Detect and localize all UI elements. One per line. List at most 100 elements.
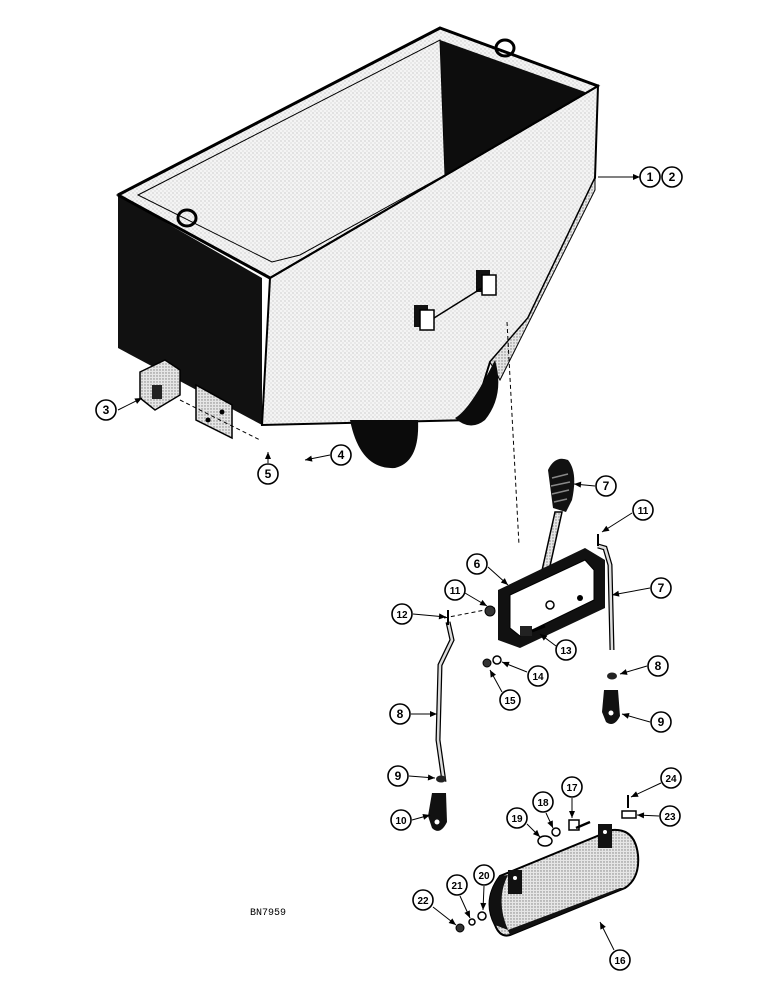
callout-label: 11: [638, 506, 649, 517]
callout-19: 19: [506, 807, 541, 838]
washer-9-left: [436, 775, 446, 783]
arrowhead: [620, 669, 628, 675]
callout-circle: [527, 665, 549, 687]
callout-label: 14: [532, 672, 544, 683]
lifting-ring-front: [176, 208, 198, 228]
callout-circle: [609, 949, 631, 971]
callout-circle: [595, 475, 617, 497]
arrowhead: [305, 455, 313, 462]
arrowhead: [464, 910, 470, 918]
washer-11: [484, 605, 496, 617]
arrowhead: [633, 174, 640, 180]
spacer-19: [537, 835, 553, 847]
washer-18: [551, 827, 561, 837]
arrowhead: [574, 481, 582, 488]
callout-20: 20: [473, 864, 495, 911]
callout-23: 23: [636, 805, 681, 827]
callout-1: 1: [598, 166, 661, 188]
arrowhead: [430, 711, 437, 717]
callout-label: 5: [265, 467, 272, 481]
callout-label: 10: [395, 816, 407, 827]
callout-circle: [444, 579, 466, 601]
callout-3: 3: [95, 397, 143, 421]
lock-washer-14: [492, 655, 502, 665]
arrowhead: [532, 829, 540, 837]
callout-8: 8: [389, 703, 437, 725]
callout-11: 11: [601, 499, 654, 533]
callout-label: 24: [665, 774, 677, 785]
lever-grip: [548, 458, 575, 512]
lock-washer-21: [468, 918, 476, 926]
arrowhead: [480, 902, 487, 910]
callout-circle: [647, 655, 669, 677]
arrowhead: [631, 791, 639, 797]
callout-circle: [391, 603, 413, 625]
callout-9: 9: [387, 765, 436, 787]
callout-label: 2: [669, 170, 676, 184]
callout-circle: [446, 874, 468, 896]
arrowhead: [600, 922, 606, 930]
callout-6: 6: [466, 553, 509, 586]
callout-circle: [650, 711, 672, 733]
arrowhead: [612, 590, 620, 597]
gate-assembly: [455, 795, 640, 937]
callout-label: 11: [450, 586, 461, 597]
callout-15: 15: [489, 669, 521, 711]
callout-circle: [473, 864, 495, 886]
callout-label: 16: [614, 956, 626, 967]
clevis-right: [602, 690, 620, 724]
callout-label: 8: [397, 707, 404, 721]
callout-label: 9: [658, 715, 665, 729]
callout-17: 17: [561, 776, 583, 818]
callout-circle: [95, 399, 117, 421]
arrowhead: [479, 599, 487, 606]
arrowhead: [500, 578, 508, 585]
arrowhead: [540, 634, 548, 641]
arrowhead: [438, 613, 446, 620]
nut-15: [482, 658, 492, 668]
callout-10: 10: [390, 809, 431, 831]
hopper-end-panel: [118, 195, 262, 425]
callout-label: 7: [658, 581, 665, 595]
callout-circle: [659, 805, 681, 827]
arrowhead: [134, 398, 142, 404]
callout-circle: [387, 765, 409, 787]
callout-label: 22: [417, 896, 429, 907]
arrowhead: [490, 670, 496, 678]
clevis-left: [428, 793, 447, 831]
callout-label: 7: [603, 479, 610, 493]
control-lever-frame: [498, 548, 605, 648]
arrowhead: [622, 713, 630, 719]
arrowhead: [427, 774, 435, 781]
callout-label: 4: [338, 448, 345, 462]
callout-label: 15: [504, 696, 516, 707]
callout-circle: [330, 444, 352, 466]
callout-label: 17: [566, 783, 578, 794]
callout-circle: [660, 767, 682, 789]
callout-circle: [506, 807, 528, 829]
arrowhead: [502, 661, 510, 668]
callout-label: 21: [451, 881, 463, 892]
callout-7: 7: [573, 475, 617, 497]
arrowhead: [637, 812, 645, 819]
callout-label: 6: [474, 557, 481, 571]
callout-13: 13: [539, 633, 577, 661]
arrowhead: [547, 820, 553, 828]
callout-circle: [639, 166, 661, 188]
front-bracket-right: [476, 270, 497, 296]
callout-circle: [257, 463, 279, 485]
callout-5: 5: [257, 452, 279, 485]
callout-12: 12: [391, 603, 447, 625]
callout-label: 19: [511, 814, 523, 825]
callout-4: 4: [304, 444, 352, 466]
callout-label: 8: [655, 659, 662, 673]
metering-roller: [350, 360, 499, 469]
arrowhead: [602, 525, 610, 532]
callout-label: 12: [396, 610, 408, 621]
washer-8-right: [607, 672, 617, 680]
pivot-bolt: [520, 624, 546, 636]
callout-9: 9: [621, 711, 672, 733]
